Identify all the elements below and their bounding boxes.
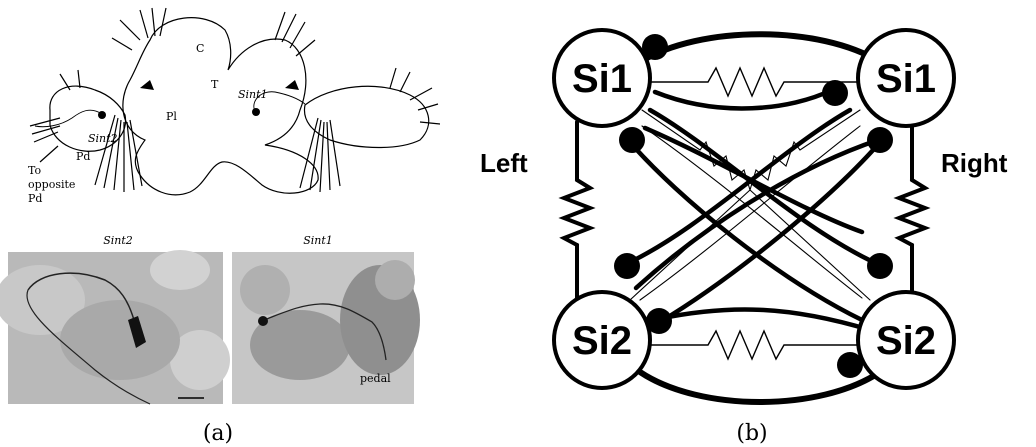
synapse-dot: [614, 253, 640, 279]
synapse-arc-bottom-inner: [658, 309, 870, 330]
cell-cluster: [285, 80, 299, 90]
sint1-soma: [252, 108, 260, 116]
node-si2-right: Si2: [858, 292, 954, 388]
label-pd: Pd: [76, 150, 90, 163]
nerve-fan: [300, 118, 340, 192]
node-label: Si1: [876, 57, 936, 101]
ganglia-diagram-fills: [98, 80, 299, 119]
label-opposite-pd: Pd: [28, 192, 42, 205]
sint2-soma: [98, 111, 106, 119]
label-to: To: [28, 164, 41, 177]
ganglia-diagram: [30, 8, 440, 195]
caption-a: (a): [203, 421, 233, 446]
opposite-pd-arrow: [40, 146, 58, 162]
label-sint2: Sint2: [88, 132, 118, 145]
synapse-arc-top-inner: [655, 90, 832, 108]
label-opposite: opposite: [28, 178, 75, 191]
label-right: Right: [941, 148, 1008, 178]
synapse-cross-3: [628, 140, 862, 320]
right-resistor: [899, 180, 925, 245]
diag-resistor-1: [642, 110, 870, 300]
label-t: T: [211, 78, 219, 91]
synapse-dot: [619, 127, 645, 153]
photo-left-title: Sint2: [103, 234, 133, 247]
sint2-axon: [35, 110, 102, 127]
brain-outline: [123, 18, 318, 195]
caption-b: (b): [736, 421, 767, 446]
synapse-dot: [867, 127, 893, 153]
label-pedal: pedal: [360, 372, 391, 385]
node-label: Si2: [876, 319, 936, 363]
thin-connection: [642, 126, 862, 298]
thin-connection: [640, 126, 860, 300]
photo-right-title: Sint1: [303, 234, 333, 247]
nerve: [30, 70, 80, 142]
synapse-dot: [822, 80, 848, 106]
micrograph-sint1: [232, 252, 420, 404]
bottom-resistor: [642, 331, 860, 359]
node-si1-right: Si1: [858, 30, 954, 126]
nerve: [390, 68, 440, 124]
label-left: Left: [480, 148, 528, 178]
micrograph-sint2: [0, 250, 230, 404]
node-si1-left: Si1: [554, 30, 650, 126]
cell-cluster: [140, 80, 154, 90]
synapse-arc-top: [640, 34, 880, 62]
label-sint1: Sint1: [238, 88, 268, 101]
node-label: Si2: [572, 319, 632, 363]
node-si2-left: Si2: [554, 292, 650, 388]
synapse-cross-6: [645, 128, 862, 232]
synapse-dot: [867, 253, 893, 279]
nerve: [275, 12, 315, 56]
nerve-fan: [95, 115, 142, 192]
node-label: Si1: [572, 57, 632, 101]
label-pl: Pl: [166, 110, 177, 123]
left-resistor: [564, 180, 590, 245]
label-c: C: [196, 42, 204, 55]
